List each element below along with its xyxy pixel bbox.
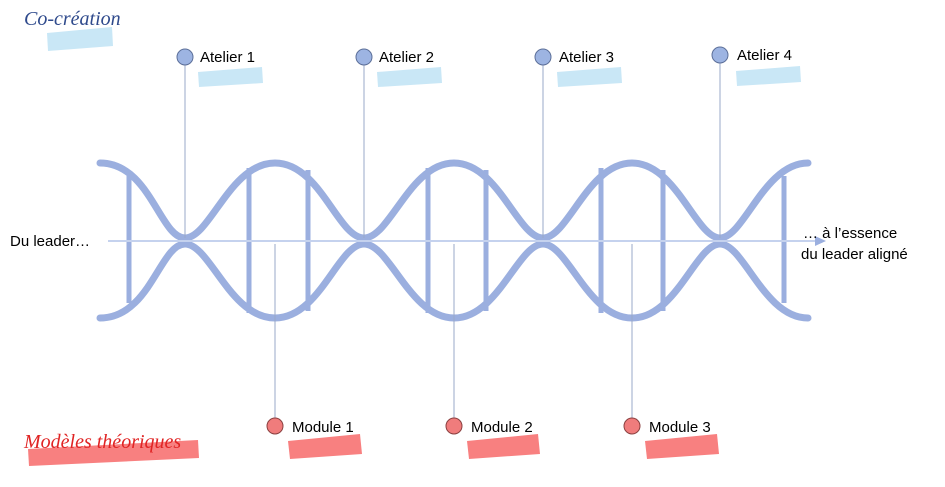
- module-3-label: Module 3: [649, 419, 711, 436]
- atelier-2-label: Atelier 2: [379, 49, 434, 66]
- module-2-highlight: [467, 434, 540, 459]
- axis-start-label: Du leader…: [10, 233, 90, 250]
- axis-end-label-line2: du leader aligné: [801, 246, 908, 263]
- atelier-3-highlight: [557, 67, 622, 87]
- atelier-1-label: Atelier 1: [200, 49, 255, 66]
- atelier-4-node: [712, 47, 728, 63]
- atelier-nodes: [177, 47, 728, 65]
- co-creation-title: Co-création: [24, 8, 121, 30]
- highlight-marks: [28, 27, 801, 466]
- atelier-4-highlight: [736, 66, 801, 86]
- module-2-label: Module 2: [471, 419, 533, 436]
- helix-strand-upper: [100, 163, 808, 238]
- co-creation-highlight: [47, 27, 113, 51]
- atelier-2-highlight: [377, 67, 442, 87]
- module-2-node: [446, 418, 462, 434]
- module-1-node: [267, 418, 283, 434]
- module-1-highlight: [288, 434, 362, 459]
- atelier-2-node: [356, 49, 372, 65]
- module-3-node: [624, 418, 640, 434]
- module-3-highlight: [645, 434, 719, 459]
- atelier-4-label: Atelier 4: [737, 47, 792, 64]
- atelier-1-node: [177, 49, 193, 65]
- axis-end-label-line1: … à l’essence: [803, 225, 897, 242]
- atelier-1-highlight: [198, 67, 263, 87]
- module-1-label: Module 1: [292, 419, 354, 436]
- modeles-title: Modèles théoriques: [23, 431, 181, 453]
- atelier-3-label: Atelier 3: [559, 49, 614, 66]
- atelier-3-node: [535, 49, 551, 65]
